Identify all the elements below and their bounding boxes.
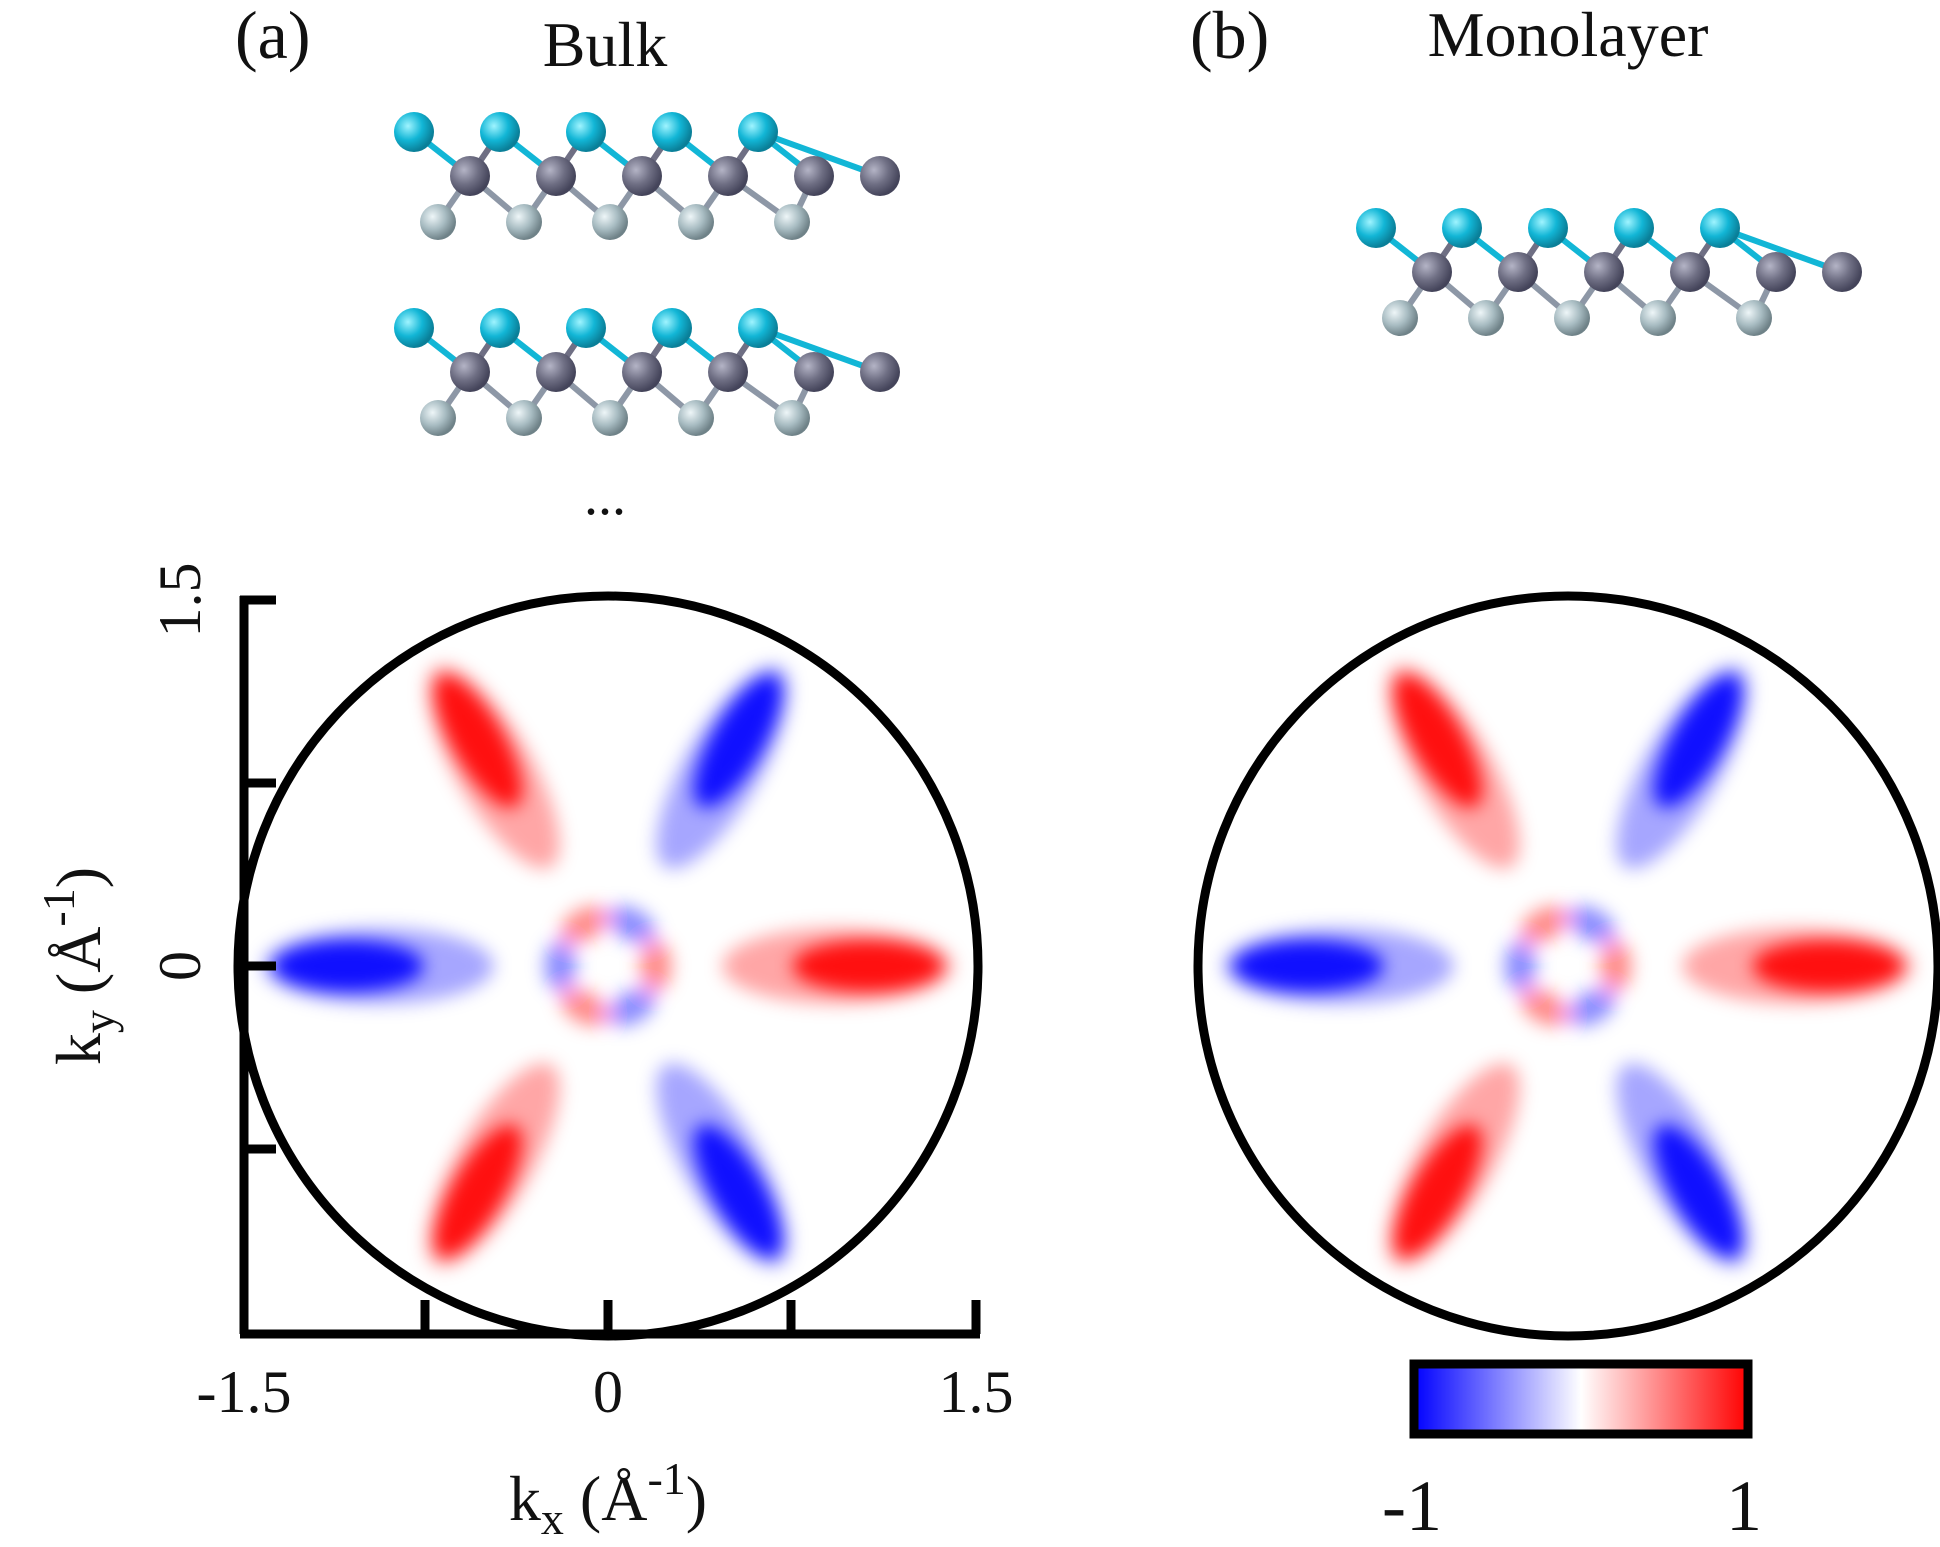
bulk-layer-1-top-atom bbox=[566, 308, 606, 348]
bulk-inner-feature-5 bbox=[607, 988, 656, 1027]
monolayer-layer-0-metal-atom bbox=[1584, 252, 1624, 292]
monolayer-layer-0-metal-atom bbox=[1822, 252, 1862, 292]
monolayer-lobe-2 bbox=[1394, 674, 1483, 808]
bulk-layer-1-metal-atom bbox=[450, 352, 490, 392]
bulk-layer-0-metal-atom bbox=[708, 156, 748, 196]
monolayer-inner-feature-2 bbox=[1520, 905, 1569, 944]
bulk-lobe-1 bbox=[693, 674, 782, 808]
x-tick-label-max: 1.5 bbox=[939, 1359, 1014, 1425]
bulk-layer-1-bottom-atom bbox=[678, 400, 714, 436]
monolayer-layer-0-top-atom bbox=[1614, 208, 1654, 248]
monolayer-layer-0-bottom-atom bbox=[1382, 300, 1418, 336]
bulk-layer-0-metal-atom bbox=[860, 156, 900, 196]
monolayer-inner-feature-3 bbox=[1504, 940, 1537, 992]
panel-a-label: (a) bbox=[235, 0, 310, 73]
colorbar-gradient bbox=[1409, 1359, 1753, 1439]
bulk-layer-1-metal-atom bbox=[860, 352, 900, 392]
bulk-layer-1-metal-atom bbox=[794, 352, 834, 392]
bulk-layer-0-metal-atom bbox=[536, 156, 576, 196]
panel-b-title: Monolayer bbox=[1428, 0, 1709, 70]
bulk-layer-0-top-atom bbox=[394, 112, 434, 152]
monolayer-layer-0-top-atom bbox=[1442, 208, 1482, 248]
monolayer-layer-0-metal-atom bbox=[1412, 252, 1452, 292]
bulk-layer-1-metal-atom bbox=[622, 352, 662, 392]
bulk-layer-1-bottom-atom bbox=[506, 400, 542, 436]
bulk-layer-0-bottom-atom bbox=[774, 204, 810, 240]
bulk-layer-1-bottom-atom bbox=[592, 400, 628, 436]
monolayer-layer-0-bottom-atom bbox=[1736, 300, 1772, 336]
monolayer-brillouin-zone-circle bbox=[1193, 591, 1940, 1341]
monolayer-inner-feature-0 bbox=[1599, 940, 1632, 992]
x-tick-label-min: -1.5 bbox=[197, 1359, 292, 1425]
monolayer-layer-0-bottom-atom bbox=[1554, 300, 1590, 336]
monolayer-lobe-4 bbox=[1394, 1124, 1483, 1258]
monolayer-lobe-1 bbox=[1653, 674, 1742, 808]
bulk-inner-feature-0 bbox=[639, 940, 672, 992]
bulk-inner-feature-3 bbox=[544, 940, 577, 992]
bulk-layer-1-bottom-atom bbox=[774, 400, 810, 436]
bulk-crystal-structure bbox=[394, 112, 900, 436]
bulk-layer-0-bottom-atom bbox=[592, 204, 628, 240]
monolayer-layer-0-top-atom bbox=[1700, 208, 1740, 248]
bulk-layer-0 bbox=[394, 112, 900, 240]
monolayer-layer-0-metal-atom bbox=[1498, 252, 1538, 292]
monolayer-layer-0 bbox=[1356, 208, 1862, 336]
monolayer-lobe-5 bbox=[1653, 1124, 1742, 1258]
y-tick-label-max: 1.5 bbox=[147, 563, 213, 638]
bulk-lobe-2 bbox=[434, 674, 523, 808]
bulk-layer-0-top-atom bbox=[480, 112, 520, 152]
bulk-layer-1-bottom-atom bbox=[420, 400, 456, 436]
monolayer-layer-0-top-atom bbox=[1528, 208, 1568, 248]
bulk-lobe-3 bbox=[273, 940, 424, 992]
monolayer-layer-0-bottom-atom bbox=[1468, 300, 1504, 336]
monolayer-k-space-map bbox=[1193, 591, 1940, 1341]
monolayer-layer-0-bottom-atom bbox=[1640, 300, 1676, 336]
bulk-layer-1-top-atom bbox=[738, 308, 778, 348]
bulk-continuation-dots: ... bbox=[584, 465, 626, 527]
monolayer-lobe-0 bbox=[1752, 940, 1903, 992]
bulk-layer-1-top-atom bbox=[480, 308, 520, 348]
monolayer-inner-feature-5 bbox=[1567, 988, 1616, 1027]
bulk-inner-feature-1 bbox=[607, 905, 656, 944]
bulk-layer-0-bottom-atom bbox=[420, 204, 456, 240]
panel-b-label: (b) bbox=[1190, 0, 1269, 73]
monolayer-layer-0-metal-atom bbox=[1756, 252, 1796, 292]
bulk-layer-1-top-atom bbox=[652, 308, 692, 348]
colorbar: -1 1 bbox=[1382, 1359, 1762, 1546]
bulk-layer-1-metal-atom bbox=[536, 352, 576, 392]
bulk-layer-0-metal-atom bbox=[622, 156, 662, 196]
bulk-layer-0-bottom-atom bbox=[506, 204, 542, 240]
bulk-layer-0-metal-atom bbox=[450, 156, 490, 196]
bulk-layer-1-top-atom bbox=[394, 308, 434, 348]
monolayer-crystal-structure bbox=[1356, 208, 1862, 336]
bulk-layer-0-metal-atom bbox=[794, 156, 834, 196]
x-axis-label: kx (Å-1) bbox=[509, 1453, 707, 1544]
bulk-layer-0-top-atom bbox=[566, 112, 606, 152]
panel-a-title: Bulk bbox=[543, 9, 667, 80]
colorbar-max-label: 1 bbox=[1726, 1466, 1762, 1546]
bulk-layer-0-top-atom bbox=[738, 112, 778, 152]
bulk-lobe-4 bbox=[434, 1124, 523, 1258]
bulk-axes: -1.5 0 1.5 1.5 0 kx (Å-1) ky (Å-1) bbox=[33, 563, 1014, 1545]
y-tick-label-zero: 0 bbox=[147, 951, 213, 981]
colorbar-min-label: -1 bbox=[1382, 1466, 1442, 1546]
bulk-inner-feature-4 bbox=[560, 988, 609, 1027]
bulk-lobe-0 bbox=[792, 940, 944, 992]
monolayer-inner-feature-1 bbox=[1567, 905, 1616, 944]
bulk-layer-1 bbox=[394, 308, 900, 436]
y-axis-label: ky (Å-1) bbox=[33, 867, 124, 1065]
bulk-layer-0-top-atom bbox=[652, 112, 692, 152]
bulk-lobe-5 bbox=[693, 1124, 782, 1258]
monolayer-inner-feature-4 bbox=[1520, 988, 1569, 1027]
monolayer-lobe-3 bbox=[1233, 940, 1384, 992]
bulk-layer-1-metal-atom bbox=[708, 352, 748, 392]
monolayer-layer-0-metal-atom bbox=[1670, 252, 1710, 292]
x-tick-label-zero: 0 bbox=[593, 1359, 623, 1425]
monolayer-layer-0-top-atom bbox=[1356, 208, 1396, 248]
bulk-inner-feature-2 bbox=[560, 905, 609, 944]
bulk-k-space-map bbox=[233, 591, 983, 1341]
bulk-layer-0-bottom-atom bbox=[678, 204, 714, 240]
